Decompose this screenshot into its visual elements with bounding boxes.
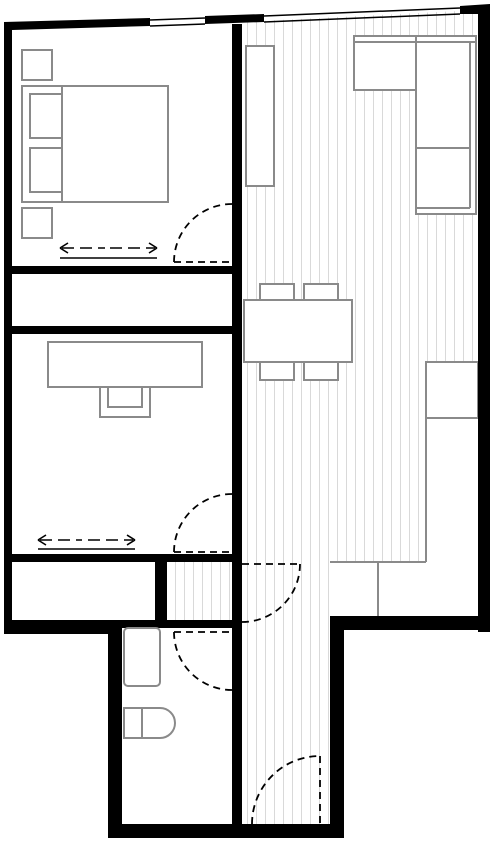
study-door bbox=[173, 493, 233, 553]
dining-chair bbox=[303, 361, 339, 381]
bedroom-door bbox=[173, 203, 233, 263]
bedroom bbox=[21, 49, 233, 263]
chair-seat bbox=[107, 386, 143, 408]
bathroom-door bbox=[173, 631, 233, 691]
dining-set bbox=[243, 283, 353, 381]
bedroom-sliding-wardrobe bbox=[59, 242, 158, 259]
walls bbox=[4, 4, 490, 838]
toilet bbox=[123, 707, 176, 739]
storage-door bbox=[241, 563, 301, 623]
desk bbox=[47, 341, 203, 388]
sink bbox=[123, 627, 161, 687]
bathroom bbox=[123, 627, 233, 739]
living-room bbox=[243, 35, 477, 381]
study bbox=[37, 341, 233, 553]
tv-unit bbox=[245, 45, 275, 187]
dining-chair bbox=[259, 361, 295, 381]
pillow-right bbox=[29, 147, 63, 193]
dining-table bbox=[243, 299, 353, 363]
windows bbox=[149, 7, 461, 27]
pillow-left bbox=[29, 93, 63, 139]
study-sliding-wardrobe bbox=[37, 534, 136, 550]
nightstand-top bbox=[21, 49, 53, 81]
entrance-door bbox=[251, 755, 321, 825]
sofa bbox=[353, 35, 477, 215]
nightstand-bottom bbox=[21, 207, 53, 239]
kitchen-counter bbox=[330, 361, 479, 616]
